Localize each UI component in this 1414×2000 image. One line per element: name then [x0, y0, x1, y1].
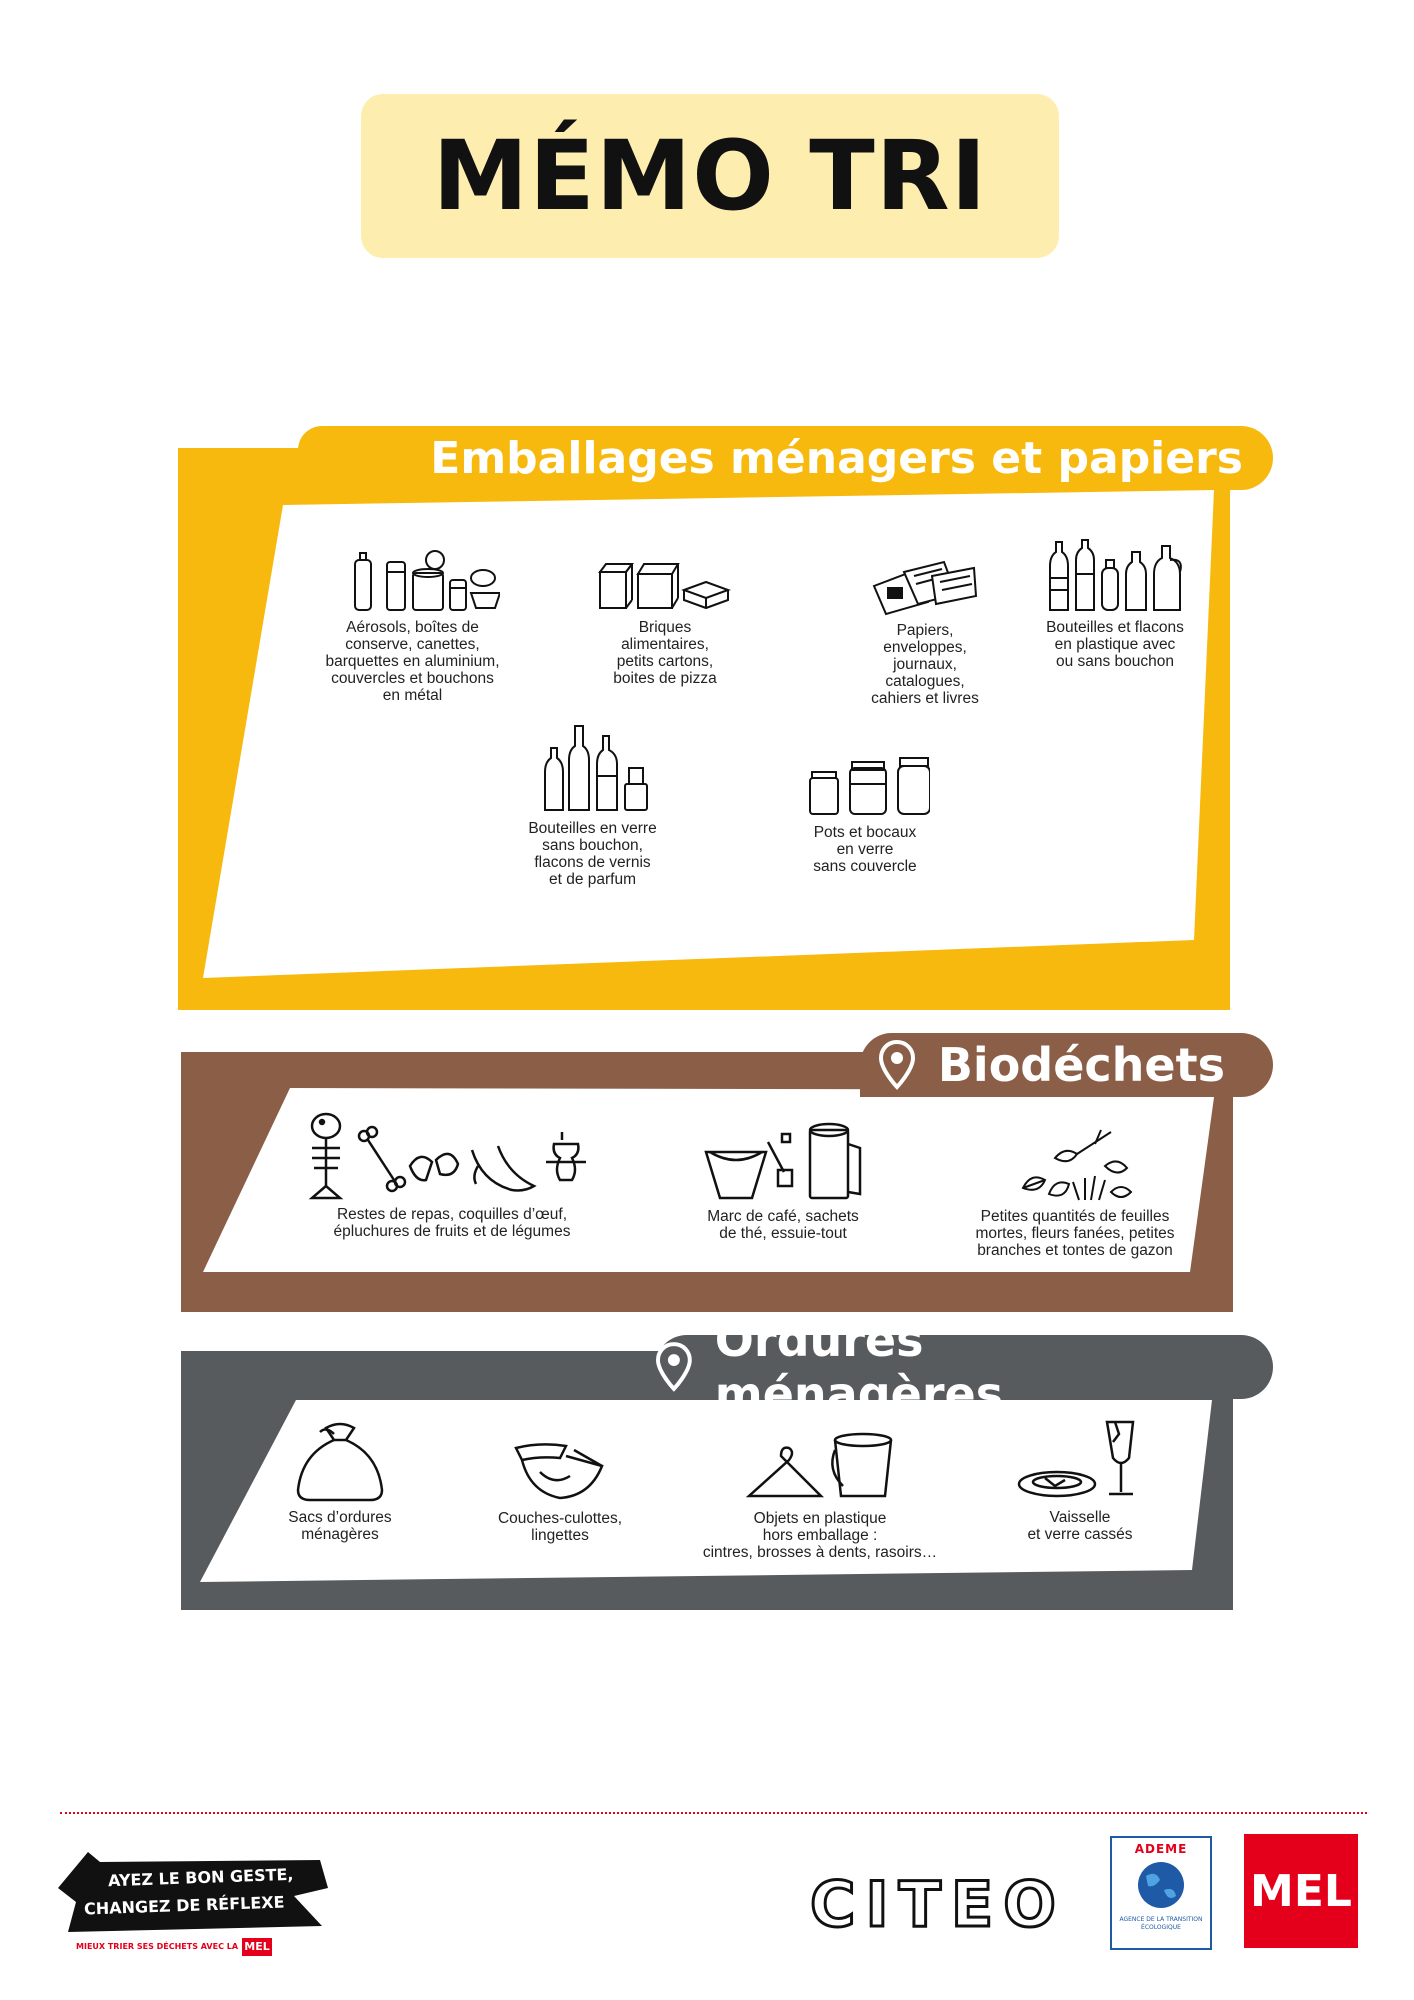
campaign-subline: MIEUX TRIER SES DÉCHETS AVEC LA: [76, 1942, 239, 1951]
item-caption: Sacs d’ordures ménagères: [288, 1509, 392, 1543]
emballages-section-tab: Emballages ménagers et papiers: [298, 426, 1273, 490]
item-coffee-tea-towel: Marc de café, sachets de thé, essuie-tou…: [688, 1122, 878, 1242]
coffee-tea-towel-icon: [704, 1122, 862, 1200]
campaign-logo: AYEZ LE BON GESTE, CHANGEZ DE RÉFLEXE MI…: [58, 1848, 338, 1958]
item-broken-dishes: Vaisselle et verre cassés: [1010, 1418, 1150, 1543]
page-title: MÉMO TRI: [432, 120, 988, 232]
ordures-section-title: Ordures ménagères: [714, 1313, 1004, 1421]
papers-icon: [872, 560, 978, 616]
item-glass-jars: Pots et bocaux en verre sans couvercle: [790, 756, 940, 875]
food-scraps-icon: [308, 1112, 586, 1200]
globe-icon: [1138, 1862, 1184, 1908]
ademe-tagline: AGENCE DE LA TRANSITION ÉCOLOGIQUE: [1119, 1916, 1203, 1931]
diaper-icon: [514, 1443, 604, 1500]
item-caption: Bouteilles et flacons en plastique avec …: [1046, 619, 1184, 670]
plastic-bottles-icon: [1049, 539, 1182, 611]
item-caption: Marc de café, sachets de thé, essuie-tou…: [707, 1208, 859, 1242]
ademe-logo: ADEME AGENCE DE LA TRANSITION ÉCOLOGIQUE: [1110, 1836, 1212, 1950]
biodechets-section-title: Biodéchets: [937, 1038, 1225, 1092]
broken-dishes-icon: [1017, 1420, 1135, 1498]
item-caption: Petites quantités de feuilles mortes, fl…: [975, 1208, 1175, 1259]
ordures-section-background: [181, 1351, 1233, 1610]
biodechets-section-tab: Biodéchets: [860, 1033, 1273, 1097]
location-pin-icon: [878, 1040, 915, 1090]
item-metal-packaging: Aérosols, boîtes de conserve, canettes, …: [310, 548, 515, 704]
item-cardboard: Briques alimentaires, petits cartons, bo…: [580, 556, 750, 687]
title-banner: MÉMO TRI: [361, 94, 1059, 258]
cardboard-icon: [597, 563, 731, 610]
citeo-logo: CITEO: [809, 1867, 1066, 1943]
emballages-section-background: [178, 448, 1230, 1010]
leaves-grass-icon: [1021, 1129, 1133, 1201]
campaign-ribbon-icon: [58, 1852, 328, 1932]
mel-logo-text: MEL: [1250, 1865, 1352, 1917]
item-caption: Aérosols, boîtes de conserve, canettes, …: [325, 619, 500, 704]
item-papers: Papiers, enveloppes, journaux, catalogue…: [830, 556, 1020, 707]
glass-bottles-icon: [543, 725, 648, 811]
mel-logo: MEL: [1244, 1834, 1358, 1948]
metal-packaging-icon: [354, 550, 500, 611]
item-diaper: Couches-culottes, lingettes: [480, 1436, 640, 1544]
campaign-mel-mark: MEL: [242, 1938, 272, 1956]
item-caption: Restes de repas, coquilles d’œuf, épluch…: [333, 1206, 571, 1240]
item-caption: Papiers, enveloppes, journaux, catalogue…: [871, 622, 979, 707]
footer-separator: [60, 1812, 1367, 1814]
ademe-name: ADEME: [1134, 1842, 1188, 1856]
item-caption: Bouteilles en verre sans bouchon, flacon…: [528, 820, 657, 888]
biodechets-section-background: [181, 1052, 1233, 1312]
ordures-section-tab: Ordures ménagères: [655, 1313, 1273, 1421]
item-caption: Vaisselle et verre cassés: [1027, 1509, 1133, 1543]
location-pin-icon: [655, 1342, 692, 1392]
trash-bag-icon: [296, 1422, 384, 1502]
glass-jars-icon: [809, 757, 930, 815]
item-hanger-bucket: Objets en plastique hors emballage : cin…: [690, 1426, 950, 1561]
item-food-scraps: Restes de repas, coquilles d’œuf, épluch…: [292, 1110, 612, 1240]
item-plastic-bottles: Bouteilles et flacons en plastique avec …: [1030, 538, 1200, 670]
item-caption: Briques alimentaires, petits cartons, bo…: [613, 619, 717, 687]
item-caption: Pots et bocaux en verre sans couvercle: [813, 824, 917, 875]
emballages-section-title: Emballages ménagers et papiers: [430, 432, 1243, 484]
item-caption: Objets en plastique hors emballage : cin…: [702, 1510, 938, 1561]
hanger-bucket-icon: [745, 1432, 893, 1498]
item-leaves-grass: Petites quantités de feuilles mortes, fl…: [950, 1122, 1200, 1259]
item-trash-bag: Sacs d’ordures ménagères: [265, 1418, 415, 1543]
item-caption: Couches-culottes, lingettes: [497, 1510, 623, 1544]
item-glass-bottles: Bouteilles en verre sans bouchon, flacon…: [515, 724, 670, 888]
